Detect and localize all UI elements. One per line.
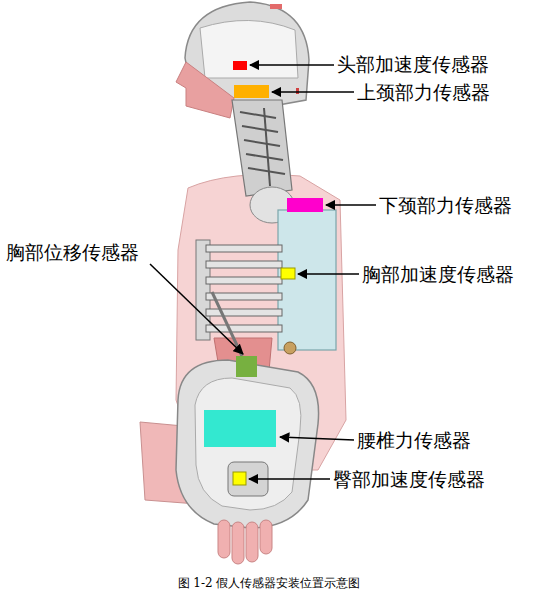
pelvis [176,360,319,528]
sensor-label: 头部加速度传感器 [337,53,489,75]
lumbar-sensor [204,410,276,447]
neck-vertebrae [240,108,285,186]
sensor-label: 臀部加速度传感器 [333,468,485,490]
joint [284,342,296,354]
sensor-label: 上颈部力传感器 [357,81,490,103]
chest-displacement-sensor [236,356,257,377]
head-marker [296,88,299,94]
chest-accel-sensor [281,268,295,279]
head-accel-sensor [233,61,247,70]
face [176,62,234,118]
pelvis-inner [195,378,301,510]
displacement-rod [212,292,242,356]
ribs [206,245,282,332]
head-cavity [200,20,298,78]
sensor-label: 下颈部力传感器 [379,194,512,216]
neck [232,100,292,196]
spine-box [278,210,336,350]
upper-neck-sensor [234,85,269,98]
fingers [218,520,272,564]
lower-neck-sensor [287,198,323,212]
sensor-label: 腰椎力传感器 [357,429,471,451]
sensor-label: 胸部位移传感器 [6,241,139,263]
head-marker [270,4,282,9]
leader-lines [150,65,376,479]
sensor-label: 胸部加速度传感器 [362,263,514,285]
pelvis-accel-sensor [233,472,246,485]
figure-caption: 图 1-2 假人传感器安装位置示意图 [0,575,538,591]
